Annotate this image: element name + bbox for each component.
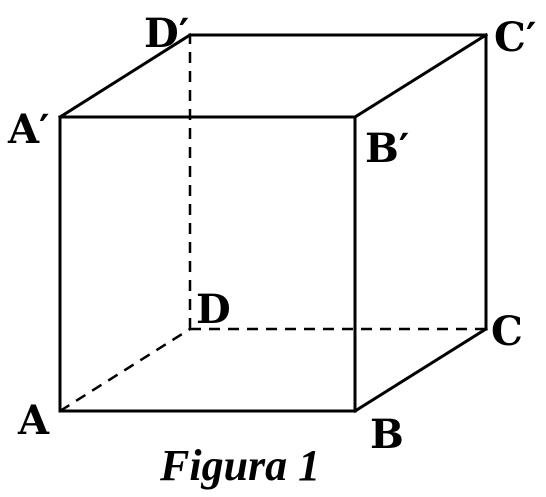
edge-c-b xyxy=(352,326,489,414)
vertex-label-d: D xyxy=(196,286,231,333)
vertex-label-c-prime: C′ xyxy=(494,14,536,61)
vertex-label-a: A xyxy=(17,397,50,444)
edge-cprime-bprime xyxy=(352,32,489,120)
edge-a-d xyxy=(59,327,191,413)
edge-aprime-dprime xyxy=(57,32,193,120)
vertex-label-a-prime: A′ xyxy=(7,106,50,153)
vertex-label-b: B xyxy=(370,411,404,458)
vertex-label-d-prime: D′ xyxy=(144,10,189,57)
vertex-label-c: C xyxy=(491,308,523,355)
figure-caption: Figura 1 xyxy=(159,441,320,490)
vertex-label-b-prime: B′ xyxy=(365,125,409,172)
